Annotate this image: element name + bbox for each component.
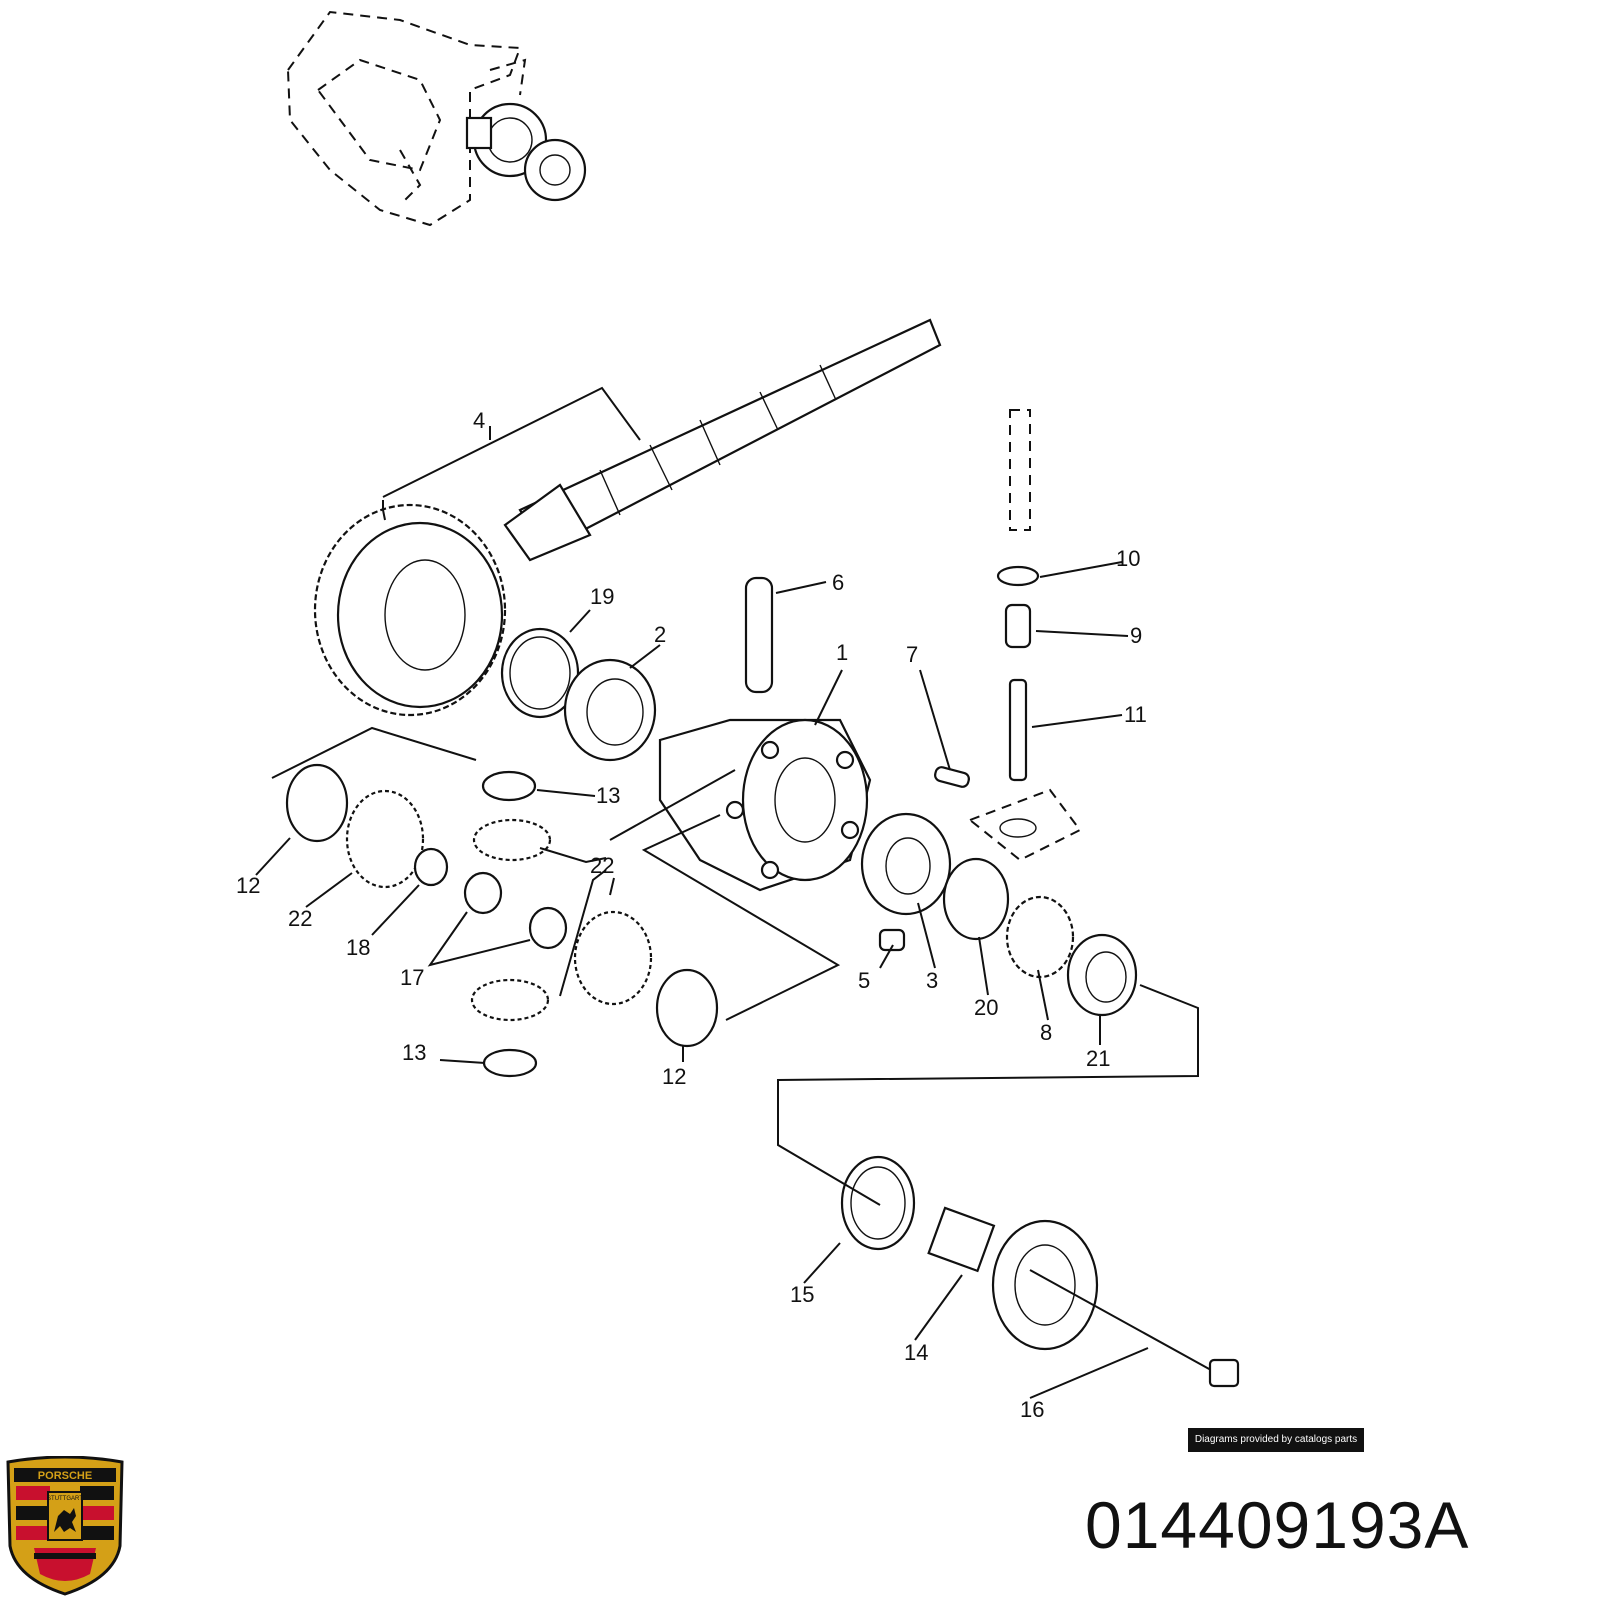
side-gear-22-left [345,789,425,889]
porsche-crest-icon: PORSCHE STUTTGART [6,1456,124,1596]
callout-12-left: 12 [236,873,260,898]
bearing-2 [563,658,657,762]
callout-12-right: 12 [662,1064,686,1089]
callout-11: 11 [1124,702,1147,727]
pin-6 [744,576,774,694]
callout-7: 7 [906,642,918,667]
shim-12-right [655,968,719,1048]
callout-20: 20 [974,995,998,1020]
callout-3: 3 [926,968,938,993]
pinion-shaft-4 [503,318,942,562]
callout-13-top: 13 [596,783,620,808]
shim-12-left [285,763,349,843]
bolt-5 [878,928,906,952]
callout-8: 8 [1040,1020,1052,1045]
shim-20 [942,857,1010,941]
shim-19 [500,627,580,719]
callout-19: 19 [590,584,614,609]
callout-22-left: 22 [288,906,312,931]
callout-22-center: 22 [590,853,614,878]
bearing-3 [860,812,952,916]
callout-6: 6 [832,570,844,595]
callout-13-bottom: 13 [402,1040,426,1065]
callout-21: 21 [1086,1046,1110,1071]
callout-17: 17 [400,965,424,990]
seal-8 [1005,895,1075,979]
pin-7 [934,766,970,788]
washer-13-top [481,770,537,802]
housing-inset [286,10,587,227]
callout-10: 10 [1116,546,1140,571]
callout-1: 1 [836,640,848,665]
diagram-credit-badge: Diagrams provided by catalogs parts [1188,1428,1364,1452]
spacer-17a [463,871,503,915]
leader-lines [255,386,1199,1399]
bolt-16 [1029,1269,1240,1388]
speedo-drive [968,409,1082,862]
flange-14 [927,1206,1099,1351]
spacer-17b [528,906,568,950]
pinion-22-bottom [470,978,550,1022]
crest-city: STUTTGART [47,1496,83,1502]
differential-housing-1 [658,718,872,892]
callout-5: 5 [858,968,870,993]
callout-2: 2 [654,622,666,647]
washer-18 [413,847,449,887]
part-number: 014409193A [1085,1488,1470,1562]
callout-labels: 4 6 19 2 1 7 10 9 11 13 22 12 22 18 17 1… [236,408,1147,1422]
callout-15: 15 [790,1282,814,1307]
callout-9: 9 [1130,623,1142,648]
ring-gear [313,503,507,717]
callout-16: 16 [1020,1397,1044,1422]
pinion-22-top [472,818,552,862]
callout-14: 14 [904,1340,928,1365]
washer-13-bottom [482,1048,538,1078]
callout-18: 18 [346,935,370,960]
crest-wordmark: PORSCHE [38,1470,92,1482]
callout-4: 4 [473,408,485,433]
side-gear-22-right [573,910,653,1006]
